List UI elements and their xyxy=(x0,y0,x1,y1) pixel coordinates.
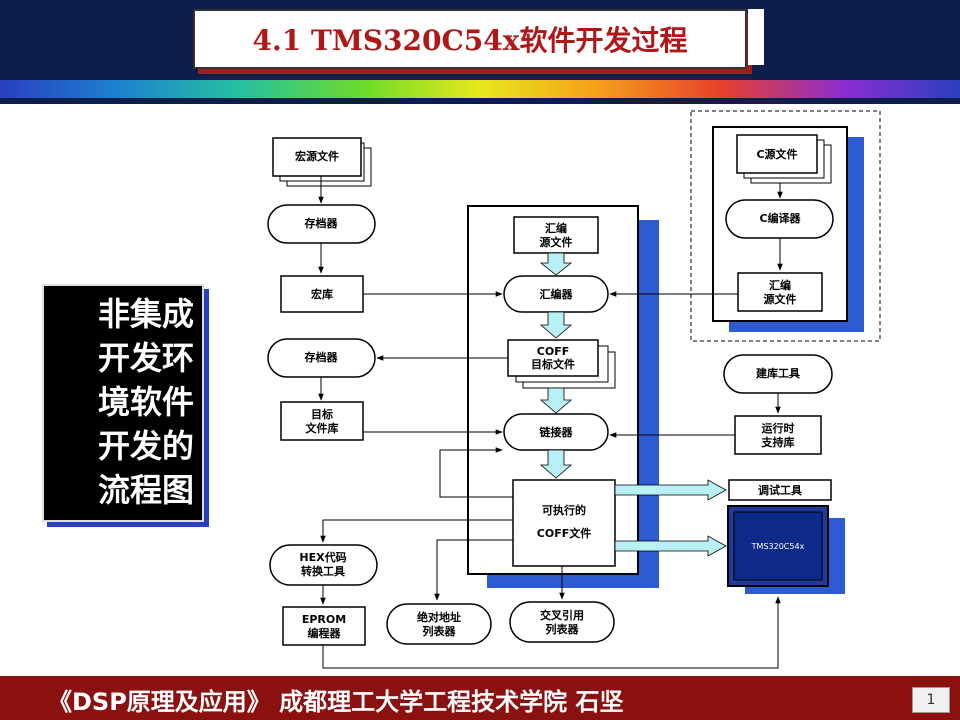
executable-coff-label: COFF文件 xyxy=(537,526,591,540)
title-side-panel xyxy=(748,9,764,65)
object-lib-label: 文件库 xyxy=(306,421,339,435)
side-title-line: 非集成 xyxy=(97,295,194,333)
header-gradient-bar xyxy=(0,80,960,98)
flow-arrow xyxy=(539,449,573,479)
object-lib-node xyxy=(280,401,364,441)
side-title-line: 流程图 xyxy=(97,471,194,509)
abs-lister-label: 绝对地址 xyxy=(417,610,461,624)
c-asm-source-label: 源文件 xyxy=(764,292,797,306)
asm-source-label: 汇编 xyxy=(545,221,567,235)
side-title-box: 非集成 开发环 境软件 开发的 流程图 xyxy=(42,284,204,522)
c-asm-source-node xyxy=(737,272,823,312)
c-compiler-label: C编译器 xyxy=(759,211,801,225)
flow-arrow xyxy=(539,311,573,339)
hex-converter-label: HEX代码 xyxy=(299,550,346,564)
target-chip-label: TMS320C54x xyxy=(751,542,805,551)
c-toolchain-dashed-group xyxy=(690,110,881,342)
flow-arrow xyxy=(539,387,573,414)
side-title-line: 境软件 xyxy=(97,383,194,421)
hex-converter-label: 转换工具 xyxy=(301,564,345,578)
lib-builder-label: 建库工具 xyxy=(756,366,800,380)
runtime-lib-label: 支持库 xyxy=(761,435,795,449)
asm-source-label: 源文件 xyxy=(540,235,573,249)
macro-lib-node xyxy=(280,275,364,313)
debug-tools-label: 调试工具 xyxy=(758,483,802,497)
macro-source-node xyxy=(272,137,362,177)
eprom-programmer-label: EPROM xyxy=(302,613,346,626)
flow-arrow xyxy=(614,479,727,501)
executable-coff-node xyxy=(512,479,616,567)
c-source-label: C源文件 xyxy=(756,147,797,161)
header-under-bar xyxy=(0,98,960,104)
flow-arrow xyxy=(539,252,573,276)
side-title-line: 开发的 xyxy=(97,427,194,465)
archiver-mid-label: 存档器 xyxy=(305,350,339,364)
page-number: 1 xyxy=(912,687,950,713)
arrow-connector xyxy=(320,519,513,543)
arrow-connector xyxy=(322,596,781,669)
coff-object-label: 目标文件 xyxy=(531,357,575,371)
runtime-lib-node xyxy=(734,415,822,455)
xref-lister-label: 交叉引用 xyxy=(540,608,584,622)
xref-lister-node xyxy=(509,601,615,643)
page-title: 4.1 TMS320C54x软件开发过程 xyxy=(252,24,688,57)
eprom-programmer-label: 编程器 xyxy=(308,626,342,640)
assembler-label: 汇编器 xyxy=(540,287,574,301)
footer-text: 《DSP原理及应用》 成都理工大学工程技术学院 石坚 xyxy=(48,688,624,716)
archiver-top-label: 存档器 xyxy=(305,216,339,230)
xref-lister-label: 列表器 xyxy=(546,622,580,636)
eprom-programmer-node xyxy=(282,606,366,646)
abs-lister-label: 列表器 xyxy=(423,624,457,638)
c-asm-source-label: 汇编 xyxy=(769,278,791,292)
linker-label: 链接器 xyxy=(540,425,574,439)
coff-object-label: COFF xyxy=(537,345,569,358)
side-title-line: 开发环 xyxy=(97,339,194,377)
macro-lib-label: 宏库 xyxy=(311,287,333,301)
arrow-connector xyxy=(434,539,513,601)
title-box: 4.1 TMS320C54x软件开发过程 xyxy=(193,9,747,69)
asm-source-node xyxy=(513,216,599,254)
executable-coff-label: 可执行的 xyxy=(542,503,586,517)
arrow-connector xyxy=(439,447,513,498)
footer-band xyxy=(0,676,960,720)
debug-tools-node xyxy=(728,479,832,501)
object-lib-label: 目标 xyxy=(311,407,333,421)
flow-arrow xyxy=(614,535,727,557)
macro-source-label: 宏源文件 xyxy=(295,149,339,163)
abs-lister-node xyxy=(386,603,492,645)
target-chip-face xyxy=(733,511,823,581)
runtime-lib-label: 运行时 xyxy=(762,421,795,435)
c-source-node xyxy=(736,134,818,174)
